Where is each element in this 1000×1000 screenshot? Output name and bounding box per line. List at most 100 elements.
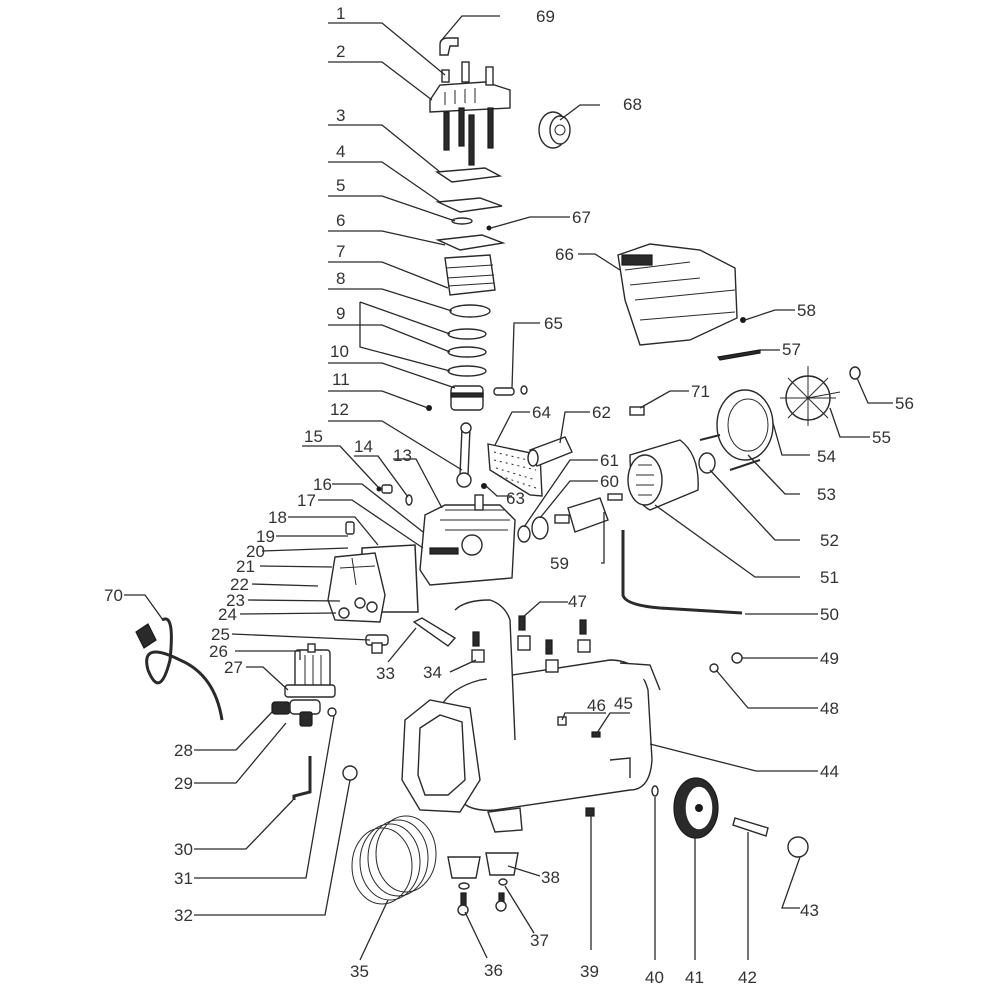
leader-13 xyxy=(393,458,443,509)
label-15: 15 xyxy=(304,427,323,446)
leader-25 xyxy=(231,633,371,641)
part-clip xyxy=(651,785,659,797)
leader-54 xyxy=(772,422,810,456)
label-48: 48 xyxy=(820,699,839,718)
leader-9b xyxy=(359,301,451,372)
leader-31 xyxy=(194,715,335,879)
label-19: 19 xyxy=(256,527,275,546)
leader-29 xyxy=(194,722,287,784)
label-41: 41 xyxy=(685,968,704,987)
label-22: 22 xyxy=(230,575,249,594)
label-17: 17 xyxy=(297,491,316,510)
part-drain-valve xyxy=(585,807,595,817)
leader-53 xyxy=(747,454,800,495)
part-oil-cap xyxy=(345,521,355,535)
leader-21 xyxy=(259,565,333,568)
leader-5 xyxy=(328,195,456,222)
part-valve-reed xyxy=(451,217,473,225)
part-cable-tie xyxy=(716,349,761,361)
leader-27 xyxy=(246,666,289,691)
label-8: 8 xyxy=(336,269,345,288)
leader-46 xyxy=(561,712,606,721)
part-crankcase-cover xyxy=(327,552,386,623)
part-piston-ring-10 xyxy=(447,365,487,377)
label-33: 33 xyxy=(376,664,395,683)
part-circlip-56 xyxy=(849,366,861,380)
part-crankcase xyxy=(419,494,516,586)
leader-48 xyxy=(715,669,818,709)
leader-32 xyxy=(194,779,351,916)
part-shroud-cover xyxy=(617,243,738,346)
label-67: 67 xyxy=(572,208,591,227)
label-39: 39 xyxy=(580,962,599,981)
label-58: 58 xyxy=(797,301,816,320)
part-drain-plug xyxy=(338,607,350,619)
label-23: 23 xyxy=(226,591,245,610)
part-air-hose-coil xyxy=(351,815,437,905)
label-62: 62 xyxy=(592,403,611,422)
leader-8 xyxy=(328,288,453,312)
label-1: 1 xyxy=(336,4,345,23)
part-axle-bolt xyxy=(732,817,769,837)
leader-38 xyxy=(507,865,541,877)
part-connecting-rod xyxy=(456,422,472,488)
part-mount-bolts xyxy=(471,615,591,673)
label-50: 50 xyxy=(820,605,839,624)
part-pressure-switch xyxy=(271,643,337,727)
label-46: 46 xyxy=(587,696,606,715)
leader-15 xyxy=(302,445,379,488)
leader-65 xyxy=(511,322,540,389)
leader-63 xyxy=(485,485,512,497)
leader-22 xyxy=(251,583,319,587)
leader-3 xyxy=(328,124,441,173)
label-18: 18 xyxy=(268,508,287,527)
part-air-filter xyxy=(538,111,571,149)
part-screw-67 xyxy=(486,225,492,231)
leader-lines xyxy=(124,15,893,961)
label-49: 49 xyxy=(820,649,839,668)
leader-59 xyxy=(601,512,605,564)
part-nut-45 xyxy=(591,731,601,738)
leader-1 xyxy=(328,22,446,76)
label-35: 35 xyxy=(350,962,369,981)
leader-66 xyxy=(578,253,621,271)
label-12: 12 xyxy=(330,400,349,419)
label-63: 63 xyxy=(506,489,525,508)
leader-24 xyxy=(239,612,337,615)
leader-56 xyxy=(856,377,893,404)
label-9: 9 xyxy=(336,304,345,323)
label-51: 51 xyxy=(820,568,839,587)
label-24: 24 xyxy=(218,605,237,624)
label-37: 37 xyxy=(530,931,549,950)
part-valve-plate xyxy=(435,197,503,213)
part-stator xyxy=(627,439,699,511)
label-60: 60 xyxy=(600,472,619,491)
leader-45 xyxy=(596,712,630,734)
part-cooling-fan xyxy=(780,366,841,426)
leader-9 xyxy=(328,324,451,353)
label-44: 44 xyxy=(820,762,839,781)
leader-35 xyxy=(359,899,389,961)
label-54: 54 xyxy=(817,447,836,466)
leader-51 xyxy=(654,504,800,578)
leader-11 xyxy=(328,390,429,409)
leader-12 xyxy=(328,420,463,471)
label-61: 61 xyxy=(600,451,619,470)
label-11: 11 xyxy=(332,370,350,389)
label-5: 5 xyxy=(336,176,345,195)
label-34: 34 xyxy=(423,663,442,682)
label-42: 42 xyxy=(738,968,757,987)
part-cylinder xyxy=(444,254,496,296)
label-66: 66 xyxy=(555,245,574,264)
leader-52 xyxy=(709,469,800,541)
label-57: 57 xyxy=(782,340,801,359)
label-27: 27 xyxy=(224,658,243,677)
label-3: 3 xyxy=(336,106,345,125)
part-rubber-feet xyxy=(447,852,519,916)
label-53: 53 xyxy=(817,485,836,504)
label-31: 31 xyxy=(174,869,193,888)
label-4: 4 xyxy=(336,142,345,161)
part-rotor xyxy=(554,493,623,533)
label-43: 43 xyxy=(800,901,819,920)
